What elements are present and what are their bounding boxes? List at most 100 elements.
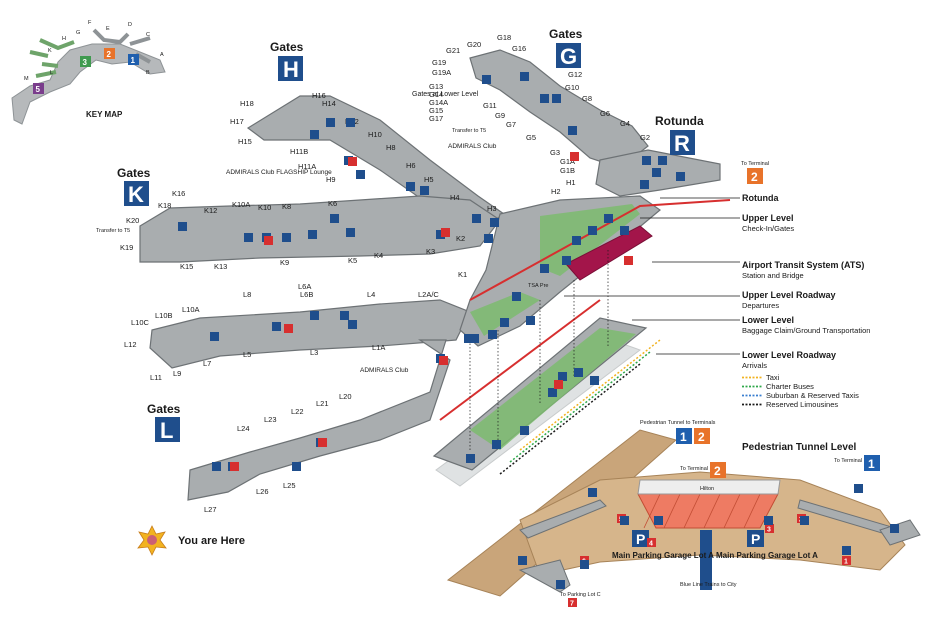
amenity-icon <box>676 172 685 181</box>
gate-group-g-letter: G <box>560 44 577 69</box>
gate-label-g: G8 <box>582 94 592 103</box>
key-map-letter: F <box>88 20 92 26</box>
key-map-letter: L <box>50 70 53 76</box>
amenity-icon <box>642 156 651 165</box>
amenity-icon <box>340 311 349 320</box>
tunnel-terminal-2-label: 2 <box>698 430 705 444</box>
gate-label-l: L20 <box>339 392 352 401</box>
gate-label-g: G12 <box>568 70 582 79</box>
side-label-subtitle: Arrivals <box>742 361 767 370</box>
gate-label-g: G19A <box>432 68 451 77</box>
gate-label-g: G13 <box>429 82 443 91</box>
key-map-letter: E <box>106 26 110 32</box>
gate-label-k: K19 <box>120 243 133 252</box>
amenity-icon <box>658 156 667 165</box>
amenity-icon <box>556 580 565 589</box>
amenity-icon <box>842 546 851 555</box>
amenity-icon <box>520 426 529 435</box>
amenity-icon <box>346 228 355 237</box>
gate-label-l: L2A/C <box>418 290 439 299</box>
amenity-icon <box>558 372 567 381</box>
amenity-icon <box>562 256 571 265</box>
gate-label-k: K10 <box>258 203 271 212</box>
gate-group-l: Gates L <box>147 402 181 443</box>
gate-label-g: G20 <box>467 40 481 49</box>
amenity-icon <box>406 182 415 191</box>
gate-label-h: H3 <box>487 204 497 213</box>
security-icon <box>439 356 448 365</box>
gate-group-r-letter: R <box>674 131 690 156</box>
roadway-legend-label: Taxi <box>766 373 780 382</box>
amenity-icon <box>436 230 445 239</box>
gate-group-r-header: Rotunda <box>655 114 704 128</box>
amenity-icon <box>310 130 319 139</box>
gate-labels: H16H14H18H12H17H15H10H8H11BH11AH9H6H5H4H… <box>120 33 650 514</box>
amenity-icon <box>526 316 535 325</box>
key-map-terminal-1 <box>128 54 139 65</box>
parking-sign-left-label: P <box>636 531 645 547</box>
gate-label-h: H5 <box>424 175 434 184</box>
gate-label-l: L1A <box>372 343 385 352</box>
parking-sign-left <box>632 530 649 547</box>
gate-label-h: H11B <box>290 147 308 156</box>
gate-label-l: L11 <box>150 373 162 382</box>
side-label-title: Airport Transit System (ATS) <box>742 260 864 270</box>
amenity-icon <box>580 560 589 569</box>
elevator-badge-label: 3 <box>767 527 771 534</box>
key-map-title: KEY MAP <box>86 110 123 119</box>
amenity-icon <box>890 524 899 533</box>
key-map-terminal-5 <box>33 83 44 94</box>
amenity-icon <box>654 516 663 525</box>
gate-label-g: G9 <box>495 111 505 120</box>
gate-group-h-header: Gates <box>270 40 304 54</box>
gate-group-l-letter: L <box>160 418 173 443</box>
gate-label-k: K18 <box>158 201 171 210</box>
to-terminal-left-label: To Terminal <box>680 466 708 472</box>
security-icon <box>441 228 450 237</box>
amenity-icon <box>548 388 557 397</box>
ats-bridge <box>565 225 653 281</box>
amenity-icon <box>484 234 493 243</box>
key-map-terminal-5-label: 5 <box>36 85 41 94</box>
amenity-icon <box>854 484 863 493</box>
gate-label-k: K10A <box>232 200 250 209</box>
side-label-title: Lower Level Roadway <box>742 350 836 360</box>
gate-label-h: H4 <box>450 193 460 202</box>
gate-label-l: L10A <box>182 305 200 314</box>
gate-label-l: L9 <box>173 369 181 378</box>
gate-label-l: L3 <box>310 348 318 357</box>
gate-group-k-header: Gates <box>117 166 151 180</box>
side-label-title: Lower Level <box>742 315 794 325</box>
security-icon <box>284 324 293 333</box>
gate-label-g: G11 <box>483 101 497 110</box>
gate-label-g: G18 <box>497 33 511 42</box>
gate-label-g: G19 <box>432 58 446 67</box>
gate-label-k: K13 <box>214 262 227 271</box>
key-map-letter: D <box>128 22 132 28</box>
gate-label-l: L12 <box>124 340 137 349</box>
gate-label-h: H2 <box>551 187 561 196</box>
tunnel-terminal-1-badge <box>676 428 692 444</box>
key-map-terminal-2-label: 2 <box>107 50 112 59</box>
gate-label-l: L8 <box>243 290 251 299</box>
admirals-club-g-label: ADMIRALS Club <box>448 143 497 150</box>
gate-label-k: K20 <box>126 216 139 225</box>
amenity-icon <box>574 368 583 377</box>
admirals-club-l-label: ADMIRALS Club <box>360 367 409 374</box>
gate-label-l: L10B <box>155 311 173 320</box>
elevator-badge <box>568 598 577 607</box>
security-icon <box>230 462 239 471</box>
gate-label-h: H8 <box>386 143 396 152</box>
amenity-icon <box>210 332 219 341</box>
amenity-icon <box>178 222 187 231</box>
gate-label-l: L6A <box>298 282 311 291</box>
gate-label-g: G14A <box>429 98 448 107</box>
gate-label-g: G5 <box>526 133 536 142</box>
to-terminal-right-label: To Terminal <box>834 458 862 464</box>
amenity-icon <box>604 214 613 223</box>
gate-label-h: H15 <box>238 137 252 146</box>
gate-label-g: G17 <box>429 114 443 123</box>
amenity-icon <box>492 440 501 449</box>
amenity-icon <box>568 126 577 135</box>
